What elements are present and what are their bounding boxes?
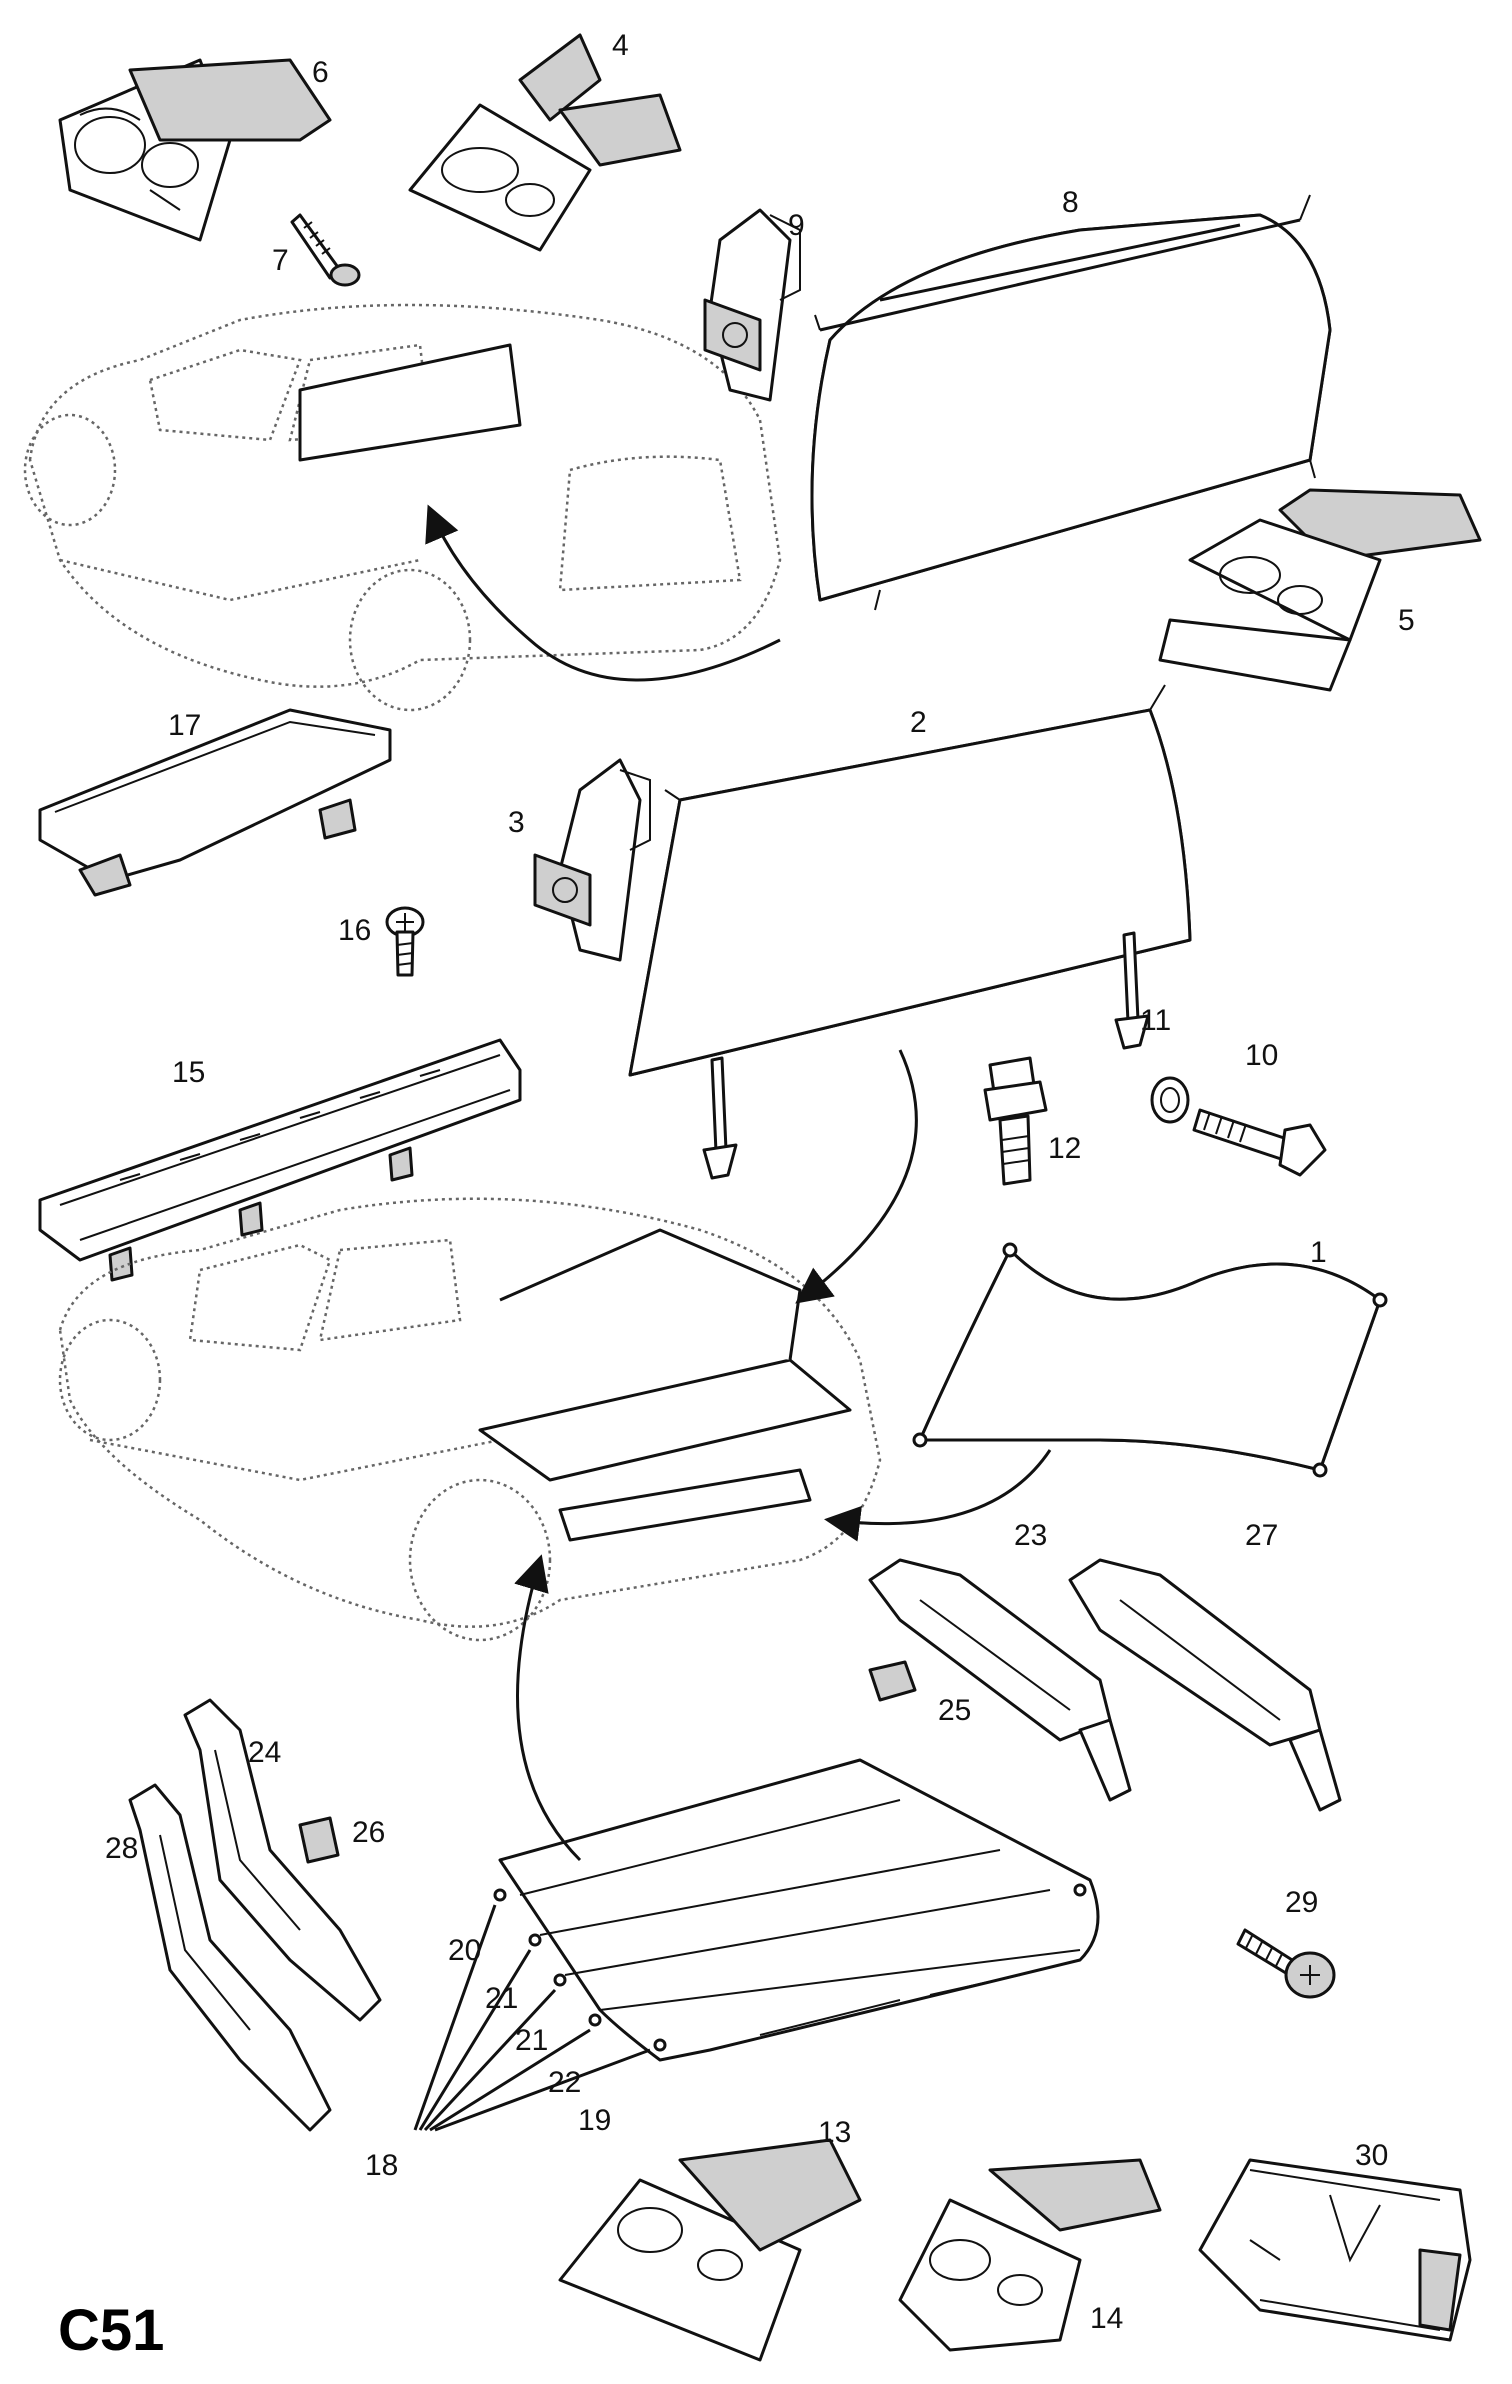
installed-net-estate [298, 343, 522, 462]
leader-lines-18 [413, 1904, 651, 2132]
label-part-30: 30 [1355, 2139, 1388, 2172]
washer-11 [1150, 1076, 1190, 1124]
arrow-luggage-net [824, 1449, 1052, 1542]
trim-strip-15 [38, 1038, 522, 1282]
cargo-net-8 [810, 194, 1332, 611]
label-part-14: 14 [1090, 2302, 1123, 2335]
arrow-net-to-estate [425, 504, 781, 682]
label-part-19: 19 [578, 2104, 611, 2137]
bracket-housing-6 [58, 58, 332, 242]
label-part-3: 3 [508, 806, 525, 839]
cargo-net-2 [628, 684, 1192, 1180]
label-part-18: 18 [365, 2149, 398, 2182]
clip-25 [868, 1660, 917, 1702]
vehicle-outline-estate [23, 303, 782, 712]
trim-panel-28 [128, 1783, 332, 2132]
bracket-housing-13 [558, 2138, 862, 2362]
trim-panel-23 [868, 1558, 1132, 1802]
bolt-10 [1192, 1108, 1327, 1177]
label-part-7: 7 [272, 244, 289, 277]
label-part-2: 2 [910, 706, 927, 739]
label-part-6: 6 [312, 56, 329, 89]
trim-panel-24 [183, 1698, 382, 2022]
label-part-17: 17 [168, 709, 201, 742]
screw-16 [385, 906, 425, 977]
label-part-13: 13 [818, 2116, 851, 2149]
label-part-15: 15 [172, 1056, 205, 1089]
label-part-29: 29 [1285, 1886, 1318, 1919]
label-part-5: 5 [1398, 604, 1415, 637]
bracket-housing-4 [408, 33, 682, 252]
bracket-housing-14 [898, 2158, 1162, 2352]
label-part-10: 10 [1245, 1039, 1278, 1072]
stud-12 [983, 1056, 1048, 1186]
label-part-1: 1 [1310, 1236, 1327, 1269]
label-part-9: 9 [788, 209, 805, 242]
screw-29 [1236, 1928, 1336, 1999]
trim-panel-27 [1068, 1558, 1342, 1812]
mounting-bracket-3 [533, 758, 651, 962]
luggage-net-1 [912, 1242, 1388, 1478]
label-part-23: 23 [1014, 1519, 1047, 1552]
label-part-21-lower: 21 [515, 2024, 548, 2057]
label-part-20: 20 [448, 1934, 481, 1967]
label-part-21-upper: 21 [485, 1982, 518, 2015]
label-part-24: 24 [248, 1736, 281, 1769]
storage-cover-17 [38, 708, 392, 897]
label-part-22: 22 [548, 2066, 581, 2099]
label-part-25: 25 [938, 1694, 971, 1727]
label-part-4: 4 [612, 29, 629, 62]
load-cover-19 [493, 1758, 1100, 2062]
label-part-8: 8 [1062, 186, 1079, 219]
vehicle-outline-hatchback [58, 1197, 882, 1642]
screw-7 [290, 213, 361, 287]
label-part-28: 28 [105, 1832, 138, 1865]
label-part-26: 26 [352, 1816, 385, 1849]
label-part-11: 11 [1140, 1004, 1171, 1037]
label-part-12: 12 [1048, 1132, 1081, 1165]
label-part-16: 16 [338, 914, 371, 947]
clip-26 [298, 1816, 340, 1864]
diagram-code: C51 [58, 2298, 164, 2363]
bracket-housing-5 [1158, 488, 1482, 692]
arrow-load-cover [514, 1554, 582, 1862]
mounting-bracket-9 [703, 208, 801, 402]
bracket-30 [1198, 2158, 1472, 2342]
label-part-27: 27 [1245, 1519, 1278, 1552]
installed-load-cover [478, 1228, 852, 1542]
arrow-net-to-hatchback [795, 1049, 918, 1304]
